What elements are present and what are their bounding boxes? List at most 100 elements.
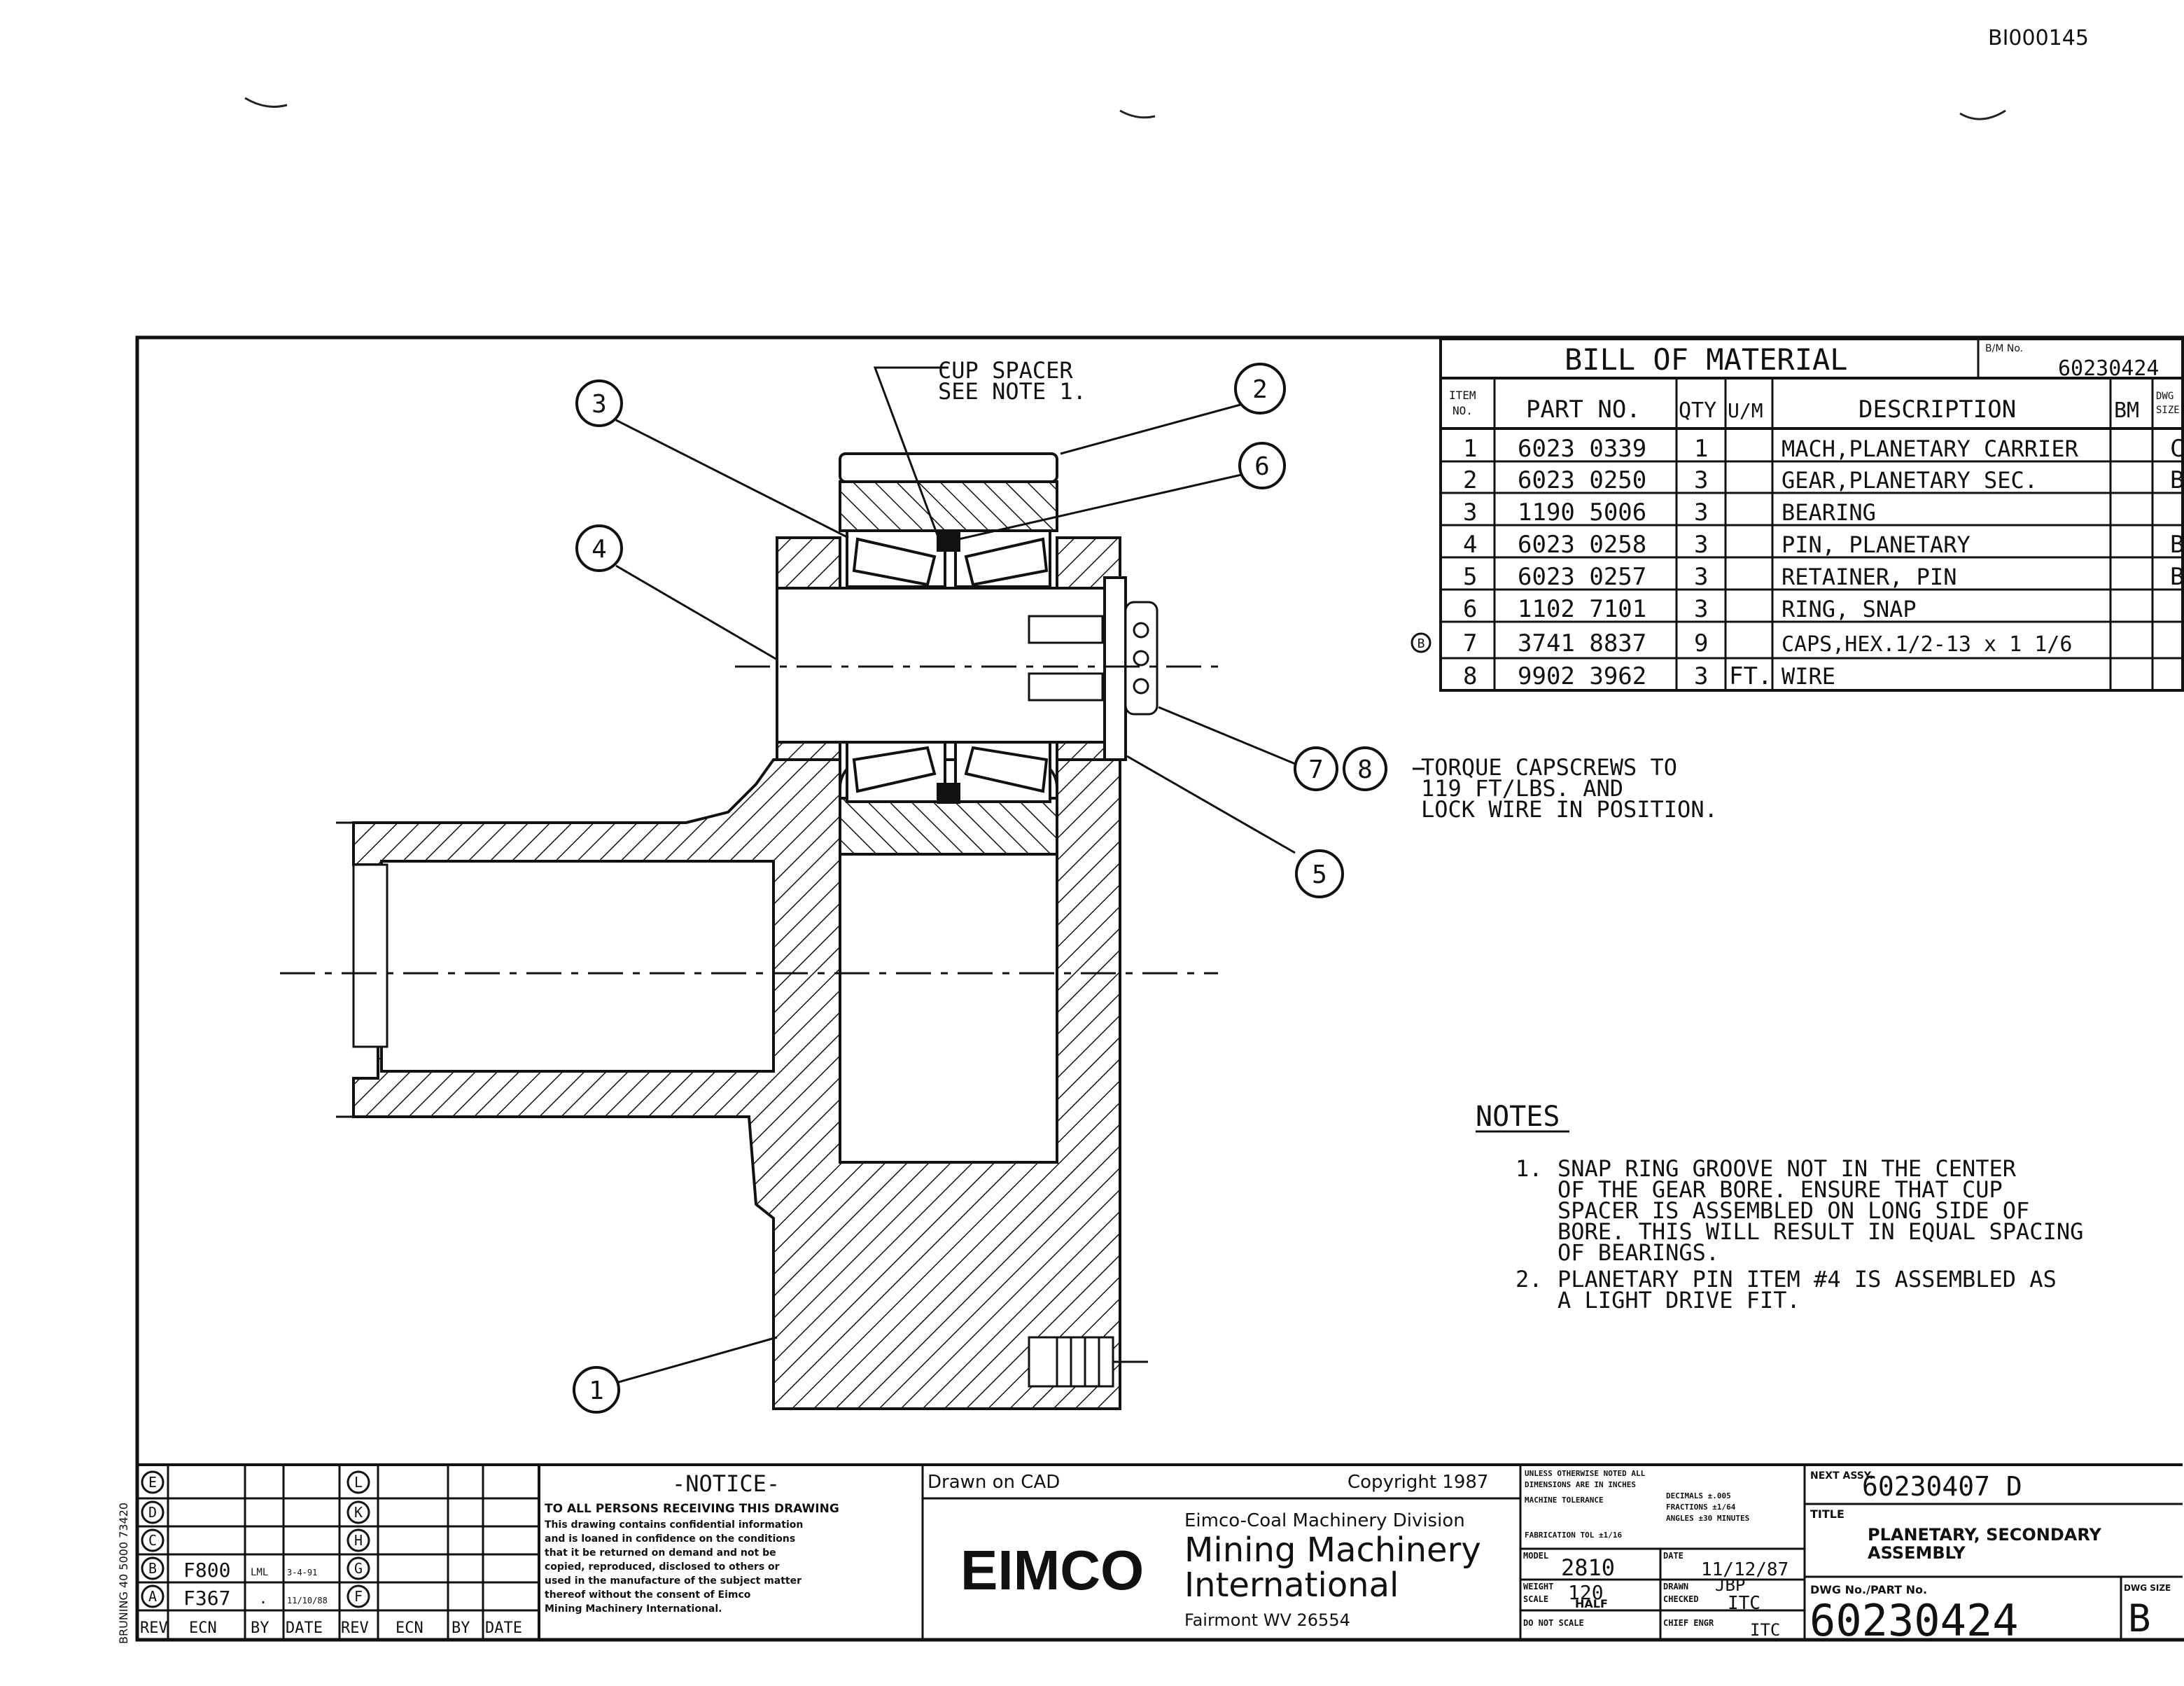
- leader-lines: [615, 366, 1424, 1384]
- rev-letter: F: [354, 1588, 363, 1605]
- rev-date: 11/10/88: [287, 1596, 328, 1605]
- tolerance-line: DIMENSIONS ARE IN INCHES: [1525, 1480, 1636, 1489]
- field-label: DRAWN: [1663, 1582, 1688, 1591]
- chief-value: ITC: [1750, 1620, 1780, 1640]
- document-id: BI000145: [1988, 26, 2089, 50]
- bom-cell: 3741 8837: [1518, 629, 1646, 657]
- dwg-size-label: DWG SIZE: [2124, 1583, 2171, 1593]
- notes-heading: NOTES: [1476, 1101, 1560, 1133]
- note-line: A LIGHT DRIVE FIT.: [1558, 1287, 1800, 1314]
- bom-cell: GEAR,PLANETARY SEC.: [1782, 467, 2038, 494]
- bom-cell: BEARING: [1782, 499, 1876, 526]
- rev-header: ECN: [396, 1619, 424, 1637]
- field-label: DATE: [1663, 1551, 1684, 1561]
- note-line: SNAP RING GROOVE NOT IN THE CENTER: [1558, 1155, 2017, 1182]
- bom-cell: 9902 3962: [1518, 662, 1646, 690]
- bearings-bottom: [846, 741, 1051, 804]
- callout-notes: CUP SPACER SEE NOTE 1. TORQUE CAPSCREWS …: [938, 357, 1718, 823]
- scale-value: HALF: [1575, 1597, 1608, 1610]
- rev-letter: H: [354, 1532, 363, 1549]
- tolerance-line: MACHINE TOLERANCE: [1525, 1496, 1604, 1505]
- weight-value: 120: [1568, 1581, 1604, 1604]
- field-label: WEIGHT: [1523, 1582, 1553, 1591]
- rev-by: LML: [251, 1567, 268, 1578]
- balloon-label: 5: [1312, 861, 1327, 889]
- bom-rows: 1 6023 0339 1 MACH,PLANETARY CARRIER C 2…: [1463, 435, 2184, 690]
- note-number: 1.: [1516, 1155, 1543, 1182]
- rev-header: REV: [341, 1619, 369, 1637]
- bottom-bolt: [1028, 1336, 1148, 1388]
- torque-text: TORQUE CAPSCREWS TO: [1421, 754, 1677, 781]
- company-address: Fairmont WV 26554: [1184, 1610, 1350, 1630]
- balloon-label: 6: [1254, 452, 1270, 481]
- field-label: SCALE: [1523, 1594, 1548, 1604]
- next-assy-label: NEXT ASSY.: [1810, 1470, 1873, 1482]
- tolerance-line: FABRICATION TOL ±1/16: [1525, 1531, 1622, 1540]
- bom-cell: B: [2170, 563, 2184, 591]
- bom-cell: 3: [1694, 563, 1708, 591]
- bom-cell: 1: [1463, 435, 1477, 463]
- balloon-label: 3: [592, 390, 607, 419]
- tolerance-line: UNLESS OTHERWISE NOTED ALL: [1525, 1469, 1646, 1478]
- revision-mark: [1410, 632, 1432, 653]
- dwg-no-label: DWG No./PART No.: [1810, 1583, 1927, 1596]
- balloon-label: 4: [592, 535, 607, 564]
- model-value: 2810: [1561, 1554, 1615, 1581]
- bom-header-part: PART NO.: [1526, 396, 1641, 424]
- note-line: PLANETARY PIN ITEM #4 IS ASSEMBLED AS: [1558, 1266, 2057, 1293]
- cup-spacer-text: SEE NOTE 1.: [938, 378, 1086, 405]
- bom-header-qty: QTY: [1679, 398, 1716, 423]
- bom-cell: MACH,PLANETARY CARRIER: [1782, 436, 2079, 462]
- rev-letter: K: [354, 1504, 363, 1521]
- balloon-label: 1: [589, 1377, 604, 1405]
- bom-cell: 1102 7101: [1518, 595, 1646, 623]
- bom-header-item: ITEM: [1449, 389, 1476, 402]
- bom-cell: 3: [1694, 662, 1708, 690]
- rev-letter: B: [148, 1560, 157, 1577]
- field-label: CHIEF ENGR: [1663, 1618, 1714, 1628]
- notice-line: copied, reproduced, disclosed to others …: [545, 1561, 780, 1573]
- confidentiality-notice: -NOTICE- TO ALL PERSONS RECEIVING THIS D…: [545, 1465, 924, 1640]
- bom-cell: 3: [1694, 466, 1708, 494]
- bom-cell: 1190 5006: [1518, 499, 1646, 527]
- cup-spacer-text: CUP SPACER: [938, 357, 1073, 384]
- eimco-logo: EIMCO: [960, 1539, 1144, 1601]
- bom-header-item: NO.: [1452, 404, 1473, 417]
- tolerance-line: ANGLES ±30 MINUTES: [1666, 1514, 1749, 1523]
- rev-ecn: F367: [183, 1587, 230, 1610]
- copyright: Copyright 1987: [1348, 1472, 1488, 1493]
- bom-cell: WIRE: [1782, 663, 1835, 690]
- drawn-on-cad: Drawn on CAD: [927, 1472, 1060, 1493]
- note-number: 2.: [1516, 1266, 1543, 1293]
- notice-title: -NOTICE-: [672, 1470, 780, 1497]
- balloon-label: 8: [1357, 755, 1373, 784]
- rev-letter: A: [148, 1588, 157, 1605]
- note-line: OF BEARINGS.: [1558, 1239, 1719, 1266]
- bom-header-um: U/M: [1728, 399, 1763, 422]
- rev-letter: E: [148, 1474, 157, 1491]
- title-label: TITLE: [1810, 1507, 1844, 1521]
- rev-header: DATE: [485, 1619, 522, 1637]
- rev-letter: D: [148, 1504, 157, 1521]
- bom-header-bm: BM: [2114, 398, 2139, 423]
- bom-cell: 1: [1694, 435, 1708, 463]
- notice-line: thereof without the consent of Eimco: [545, 1589, 751, 1601]
- bom-cell: B: [2170, 531, 2184, 559]
- field-label: DO NOT SCALE: [1523, 1618, 1584, 1628]
- bom-cell: PIN, PLANETARY: [1782, 531, 1970, 558]
- bom-header-dwg: SIZE: [2156, 405, 2180, 416]
- bom-cell: RING, SNAP: [1782, 596, 1917, 622]
- notice-line: This drawing contains confidential infor…: [545, 1519, 803, 1531]
- bom-cell: 3: [1694, 531, 1708, 559]
- tolerance-line: FRACTIONS ±1/64: [1666, 1503, 1736, 1512]
- balloon-labels: 1 2 3 4 5 6 7 8: [589, 375, 1373, 1405]
- company-name: International: [1184, 1566, 1399, 1605]
- bom-cell: B: [2170, 466, 2184, 494]
- balloon-label: 7: [1308, 755, 1324, 784]
- bom-cell: 6: [1463, 595, 1477, 623]
- rev-header: BY: [451, 1619, 470, 1637]
- bom-no: 60230424: [2058, 356, 2160, 381]
- rev-header: ECN: [189, 1619, 217, 1637]
- note-line: OF THE GEAR BORE. ENSURE THAT CUP: [1558, 1176, 2003, 1203]
- bom-header-dwg: DWG: [2156, 391, 2174, 402]
